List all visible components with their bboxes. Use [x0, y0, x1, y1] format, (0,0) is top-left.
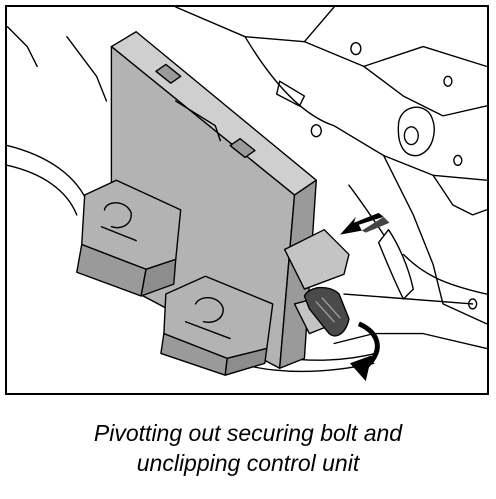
control-unit-illustration: [7, 7, 487, 382]
caption-line-1: Pivotting out securing bolt and: [93, 420, 403, 446]
arrow-rotate-icon: [349, 321, 380, 382]
caption-line-2: unclipping control unit: [136, 450, 360, 476]
figure-caption: Pivotting out securing bolt and unclippi…: [0, 418, 496, 478]
body-panel: [7, 7, 487, 350]
connector-left: [76, 179, 182, 297]
clip-bracket: [377, 228, 414, 300]
securing-bolt: [303, 286, 474, 337]
illustration-frame: [5, 5, 489, 395]
connector-lower: [160, 275, 274, 376]
arrow-push-icon: [340, 212, 390, 235]
